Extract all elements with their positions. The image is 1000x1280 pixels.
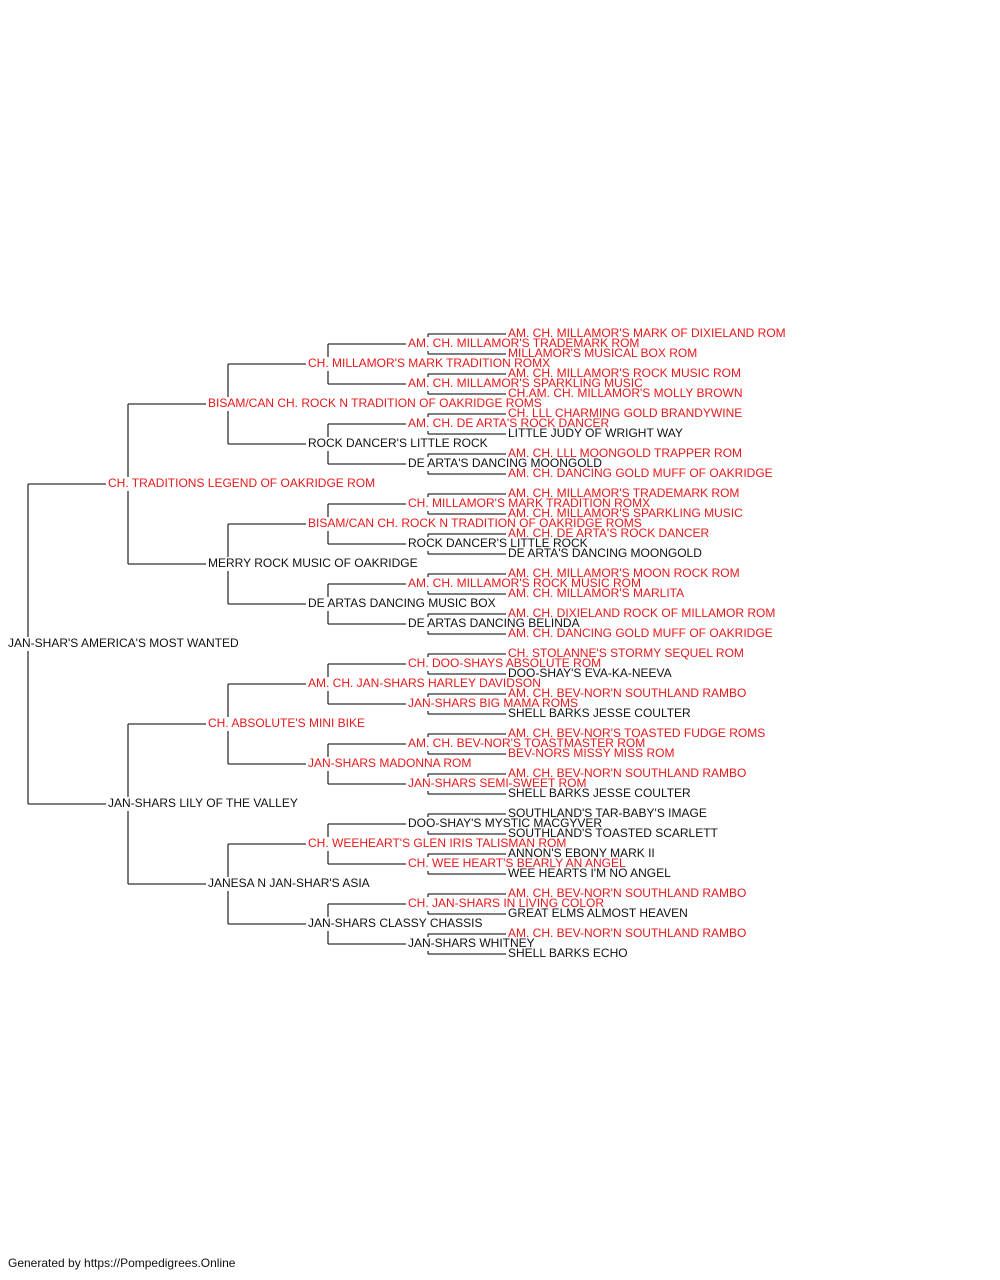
ancestor-name: AM. CH. MILLAMOR'S ROCK MUSIC ROM	[508, 366, 741, 380]
ancestor-name: AM. CH. JAN-SHARS HARLEY DAVIDSON	[308, 676, 541, 690]
ancestor-name: JAN-SHARS CLASSY CHASSIS	[308, 916, 483, 930]
ancestor-name: AM. CH. MILLAMOR'S MOON ROCK ROM	[508, 566, 740, 580]
ancestor-name: AM. CH. DE ARTA'S ROCK DANCER	[408, 416, 610, 430]
ancestor-name: CH. WEE HEART'S BEARLY AN ANGEL	[408, 856, 626, 870]
ancestor-name: AM. CH. DANCING GOLD MUFF OF OAKRIDGE	[508, 466, 773, 480]
ancestor-name: AM. CH. MILLAMOR'S ROCK MUSIC ROM	[408, 576, 641, 590]
ancestor-name: SOUTHLAND'S TOASTED SCARLETT	[508, 826, 719, 840]
ancestor-name: AM. CH. DE ARTA'S ROCK DANCER	[508, 526, 710, 540]
ancestor-name: LITTLE JUDY OF WRIGHT WAY	[508, 426, 683, 440]
ancestor-name: BEV-NORS MISSY MISS ROM	[508, 746, 674, 760]
ancestor-name: DE ARTA'S DANCING MOONGOLD	[508, 546, 702, 560]
ancestor-name: AM. CH. BEV-NOR'N SOUTHLAND RAMBO	[508, 686, 746, 700]
ancestor-name: AM. CH. DIXIELAND ROCK OF MILLAMOR ROM	[508, 606, 775, 620]
ancestor-name: AM. CH. MILLAMOR'S TRADEMARK ROM	[508, 486, 739, 500]
ancestor-name: JAN-SHARS WHITNEY	[408, 936, 535, 950]
ancestor-name: ROCK DANCER'S LITTLE ROCK	[308, 436, 488, 450]
ancestor-name: DE ARTA'S DANCING MOONGOLD	[408, 456, 602, 470]
ancestor-name: AM. CH. BEV-NOR'S TOASTMASTER ROM	[408, 736, 645, 750]
ancestor-name: DOO-SHAY'S MYSTIC MACGYVER	[408, 816, 602, 830]
ancestor-name: CH. MILLAMOR'S MARK TRADITION ROMX	[308, 356, 550, 370]
ancestor-name: AM. CH. BEV-NOR'S TOASTED FUDGE ROMS	[508, 726, 765, 740]
ancestor-name: JAN-SHARS SEMI-SWEET ROM	[408, 776, 586, 790]
ancestor-name: AM. CH. MILLAMOR'S MARK OF DIXIELAND ROM	[508, 326, 786, 340]
ancestor-name: AM. CH. LLL MOONGOLD TRAPPER ROM	[508, 446, 742, 460]
ancestor-name: AM. CH. MILLAMOR'S MARLITA	[508, 586, 684, 600]
ancestor-name: CH. DOO-SHAYS ABSOLUTE ROM	[408, 656, 601, 670]
ancestor-name: AM. CH. MILLAMOR'S TRADEMARK ROM	[408, 336, 639, 350]
ancestor-name: DE ARTAS DANCING BELINDA	[408, 616, 580, 630]
ancestor-name: AM. CH. MILLAMOR'S SPARKLING MUSIC	[508, 506, 743, 520]
ancestor-name: AM. CH. MILLAMOR'S SPARKLING MUSIC	[408, 376, 643, 390]
ancestor-name: CH. TRADITIONS LEGEND OF OAKRIDGE ROM	[108, 476, 375, 490]
ancestor-name: CH. MILLAMOR'S MARK TRADITION ROMX	[408, 496, 650, 510]
ancestor-name: CH. JAN-SHARS IN LIVING COLOR	[408, 896, 604, 910]
ancestor-name: SOUTHLAND'S TAR-BABY'S IMAGE	[508, 806, 707, 820]
ancestor-name: SHELL BARKS JESSE COULTER	[508, 786, 691, 800]
ancestor-name: SHELL BARKS JESSE COULTER	[508, 706, 691, 720]
ancestor-name: ROCK DANCER'S LITTLE ROCK	[408, 536, 588, 550]
ancestor-name: CH. LLL CHARMING GOLD BRANDYWINE	[508, 406, 742, 420]
ancestor-name: BISAM/CAN CH. ROCK N TRADITION OF OAKRID…	[208, 396, 542, 410]
ancestor-name: CH. WEEHEART'S GLEN IRIS TALISMAN ROM	[308, 836, 566, 850]
ancestor-name: DE ARTAS DANCING MUSIC BOX	[308, 596, 496, 610]
ancestor-name: SHELL BARKS ECHO	[508, 946, 628, 960]
ancestor-name: AM. CH. BEV-NOR'N SOUTHLAND RAMBO	[508, 926, 746, 940]
ancestor-name: GREAT ELMS ALMOST HEAVEN	[508, 906, 688, 920]
ancestor-name: MILLAMOR'S MUSICAL BOX ROM	[508, 346, 697, 360]
ancestor-name: AM. CH. DANCING GOLD MUFF OF OAKRIDGE	[508, 626, 773, 640]
connector-lines	[27, 333, 506, 955]
subject-dog-name: JAN-SHAR'S AMERICA'S MOST WANTED	[8, 636, 239, 650]
ancestor-name: CH. STOLANNE'S STORMY SEQUEL ROM	[508, 646, 744, 660]
ancestor-name: JAN-SHARS LILY OF THE VALLEY	[108, 796, 298, 810]
ancestor-name: BISAM/CAN CH. ROCK N TRADITION OF OAKRID…	[308, 516, 642, 530]
ancestor-name: JAN-SHARS MADONNA ROM	[308, 756, 471, 770]
ancestor-name: CH. ABSOLUTE'S MINI BIKE	[208, 716, 365, 730]
ancestor-name: AM. CH. BEV-NOR'N SOUTHLAND RAMBO	[508, 766, 746, 780]
ancestor-name: CH.AM. CH. MILLAMOR'S MOLLY BROWN	[508, 386, 743, 400]
ancestor-name: AM. CH. BEV-NOR'N SOUTHLAND RAMBO	[508, 886, 746, 900]
ancestor-name: DOO-SHAY'S EVA-KA-NEEVA	[508, 666, 672, 680]
ancestor-name: ANNON'S EBONY MARK II	[508, 846, 655, 860]
dog-names: JAN-SHAR'S AMERICA'S MOST WANTED CH. TRAD…	[8, 326, 786, 960]
ancestor-name: WEE HEARTS I'M NO ANGEL	[508, 866, 671, 880]
ancestor-name: JANESA N JAN-SHAR'S ASIA	[208, 876, 370, 890]
ancestor-name: MERRY ROCK MUSIC OF OAKRIDGE	[208, 556, 418, 570]
ancestor-name: JAN-SHARS BIG MAMA ROMS	[408, 696, 578, 710]
generated-by-footer: Generated by https://Pompedigrees.Online	[8, 1256, 236, 1270]
